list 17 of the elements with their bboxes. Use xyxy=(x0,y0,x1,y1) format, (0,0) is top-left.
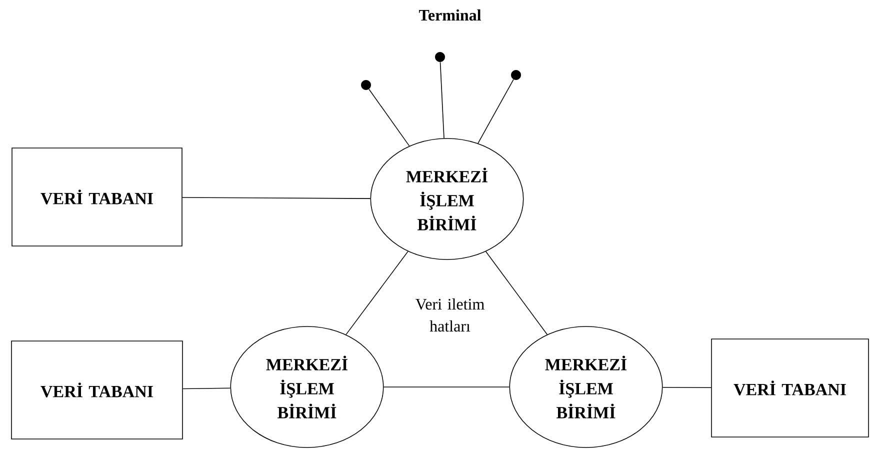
terminal-label: Terminal xyxy=(419,9,481,21)
terminal-dot xyxy=(361,80,371,90)
database-box: VERİ TABANI xyxy=(12,148,182,246)
connector-line xyxy=(478,79,514,144)
connector-line xyxy=(383,386,510,388)
connector-line xyxy=(182,197,371,199)
connector-line xyxy=(346,251,408,335)
database-box: VERİ TABANI xyxy=(11,340,183,440)
database-box: VERİ TABANI xyxy=(711,338,869,438)
connector-line xyxy=(440,62,444,139)
connector-line xyxy=(368,88,410,146)
connector-line xyxy=(182,388,231,390)
terminal-dot xyxy=(435,52,445,62)
connector-line xyxy=(662,386,712,388)
terminal-dot xyxy=(511,70,521,80)
annotation-text: Veri iletim hatları xyxy=(416,298,484,332)
connector-line xyxy=(485,251,548,335)
